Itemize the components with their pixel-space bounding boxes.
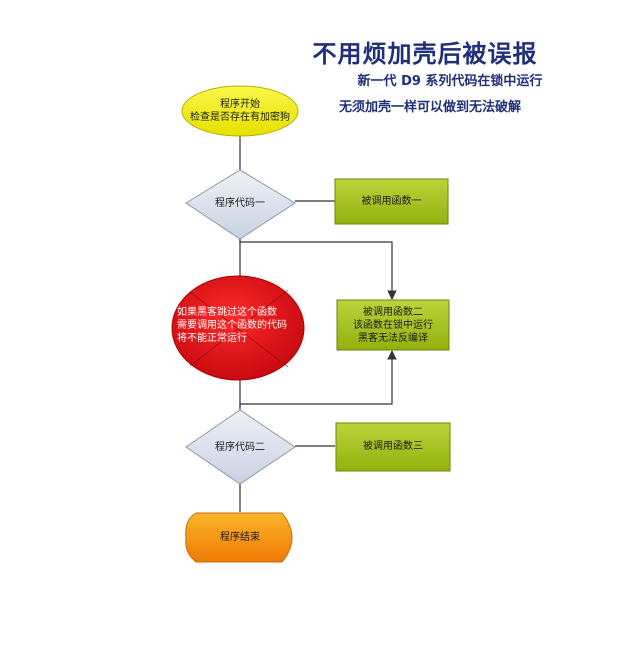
warning-circle [171, 275, 305, 381]
start-label-line2: 检查是否存在有加密狗 [190, 112, 290, 123]
warning-label-line2: 需要调用这个函数的代码 [177, 320, 287, 331]
func2-shape [336, 299, 450, 351]
func3-label: 被调用函数三 [363, 441, 423, 452]
start-node-shape [181, 85, 299, 137]
func2-label-line1: 被调用函数二 [363, 307, 423, 318]
warning-label-line3: 将不能正常运行 [177, 333, 247, 344]
decision2-label: 程序代码二 [215, 442, 265, 453]
subtitle-line2: 无须加壳一样可以做到无法破解 [338, 100, 521, 115]
warning-label-line1: 如果黑客跳过这个函数 [177, 307, 277, 318]
connector-decision2-to-func2 [239, 350, 397, 408]
decision1-shape [185, 169, 296, 240]
func3-shape [335, 422, 451, 472]
end-node-label: 程序结束 [220, 532, 260, 543]
warning-label: 如果黑客跳过这个函数 需要调用这个函数的代码 将不能正常运行 [177, 306, 303, 345]
subtitle-line1: 新一代 D9 系列代码在锁中运行 [357, 74, 543, 89]
connectors [239, 135, 397, 512]
page-title: 不用烦加壳后被误报 [312, 40, 538, 68]
func1-shape [334, 178, 449, 225]
start-node-label: 程序开始 检查是否存在有加密狗 [182, 98, 298, 124]
decision2-shape [185, 409, 296, 485]
func1-label: 被调用函数一 [361, 196, 422, 207]
start-label-line1: 程序开始 [220, 99, 260, 110]
decision1-label: 程序代码一 [215, 198, 265, 209]
func2-label-line2: 该函数在锁中运行 [353, 320, 433, 331]
func2-label: 被调用函数二 该函数在锁中运行 黑客无法反编译 [337, 306, 449, 345]
end-node-shape [185, 512, 293, 563]
func2-label-line3: 黑客无法反编译 [358, 333, 428, 344]
